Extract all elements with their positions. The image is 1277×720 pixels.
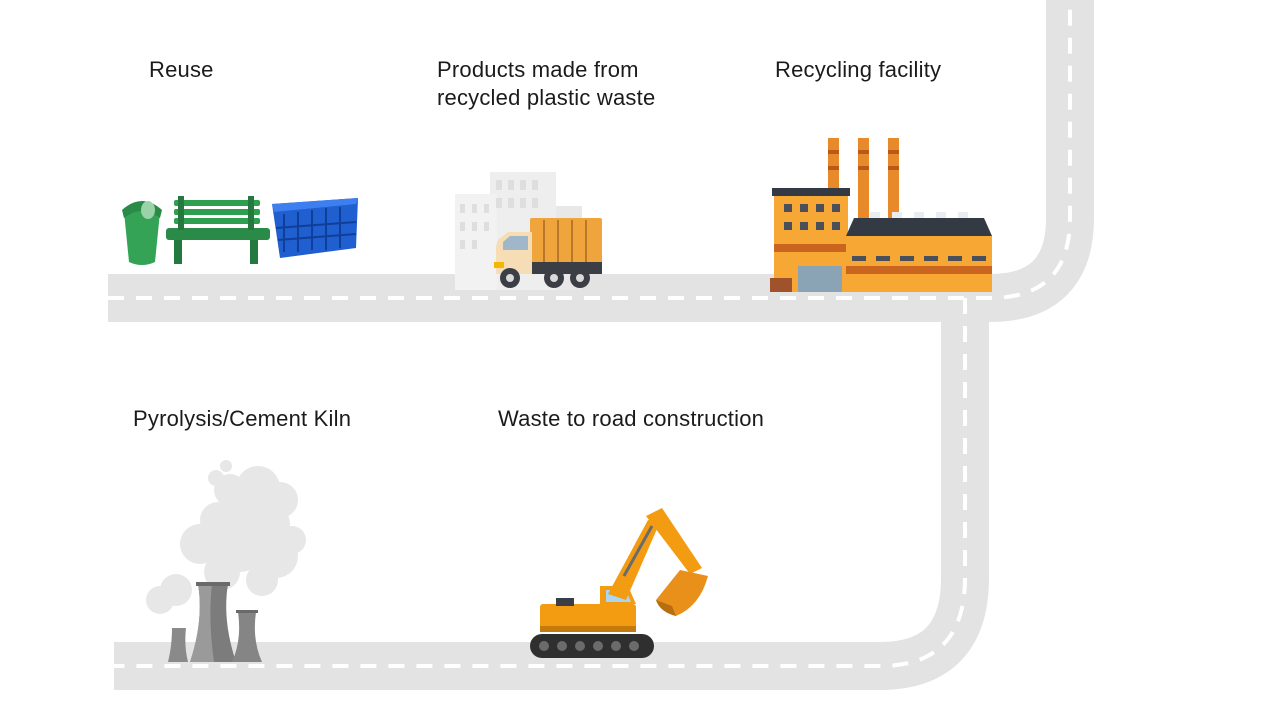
dustbin-bench-crate-icon xyxy=(122,196,358,265)
label-line: Products made from xyxy=(437,57,639,82)
stage-label-reuse: Reuse xyxy=(149,56,214,84)
stage-label-pyrolysis: Pyrolysis/Cement Kiln xyxy=(133,405,351,433)
road-path xyxy=(108,0,1094,690)
stage-label-recycling: Recycling facility xyxy=(775,56,941,84)
truck-city-icon xyxy=(455,172,602,290)
label-line: recycled plastic waste xyxy=(437,85,656,110)
label-line: Recycling facility xyxy=(775,57,942,82)
cooling-tower-smoke-icon xyxy=(146,460,306,662)
stage-label-road: Waste to road construction xyxy=(498,405,764,433)
label-line: Pyrolysis/Cement Kiln xyxy=(133,406,352,431)
label-line: Reuse xyxy=(149,57,214,82)
stage-label-products: Products made from recycled plastic wast… xyxy=(437,56,655,112)
excavator-icon xyxy=(530,508,708,658)
factory-icon xyxy=(770,138,992,292)
label-line: Waste to road construction xyxy=(498,406,765,431)
